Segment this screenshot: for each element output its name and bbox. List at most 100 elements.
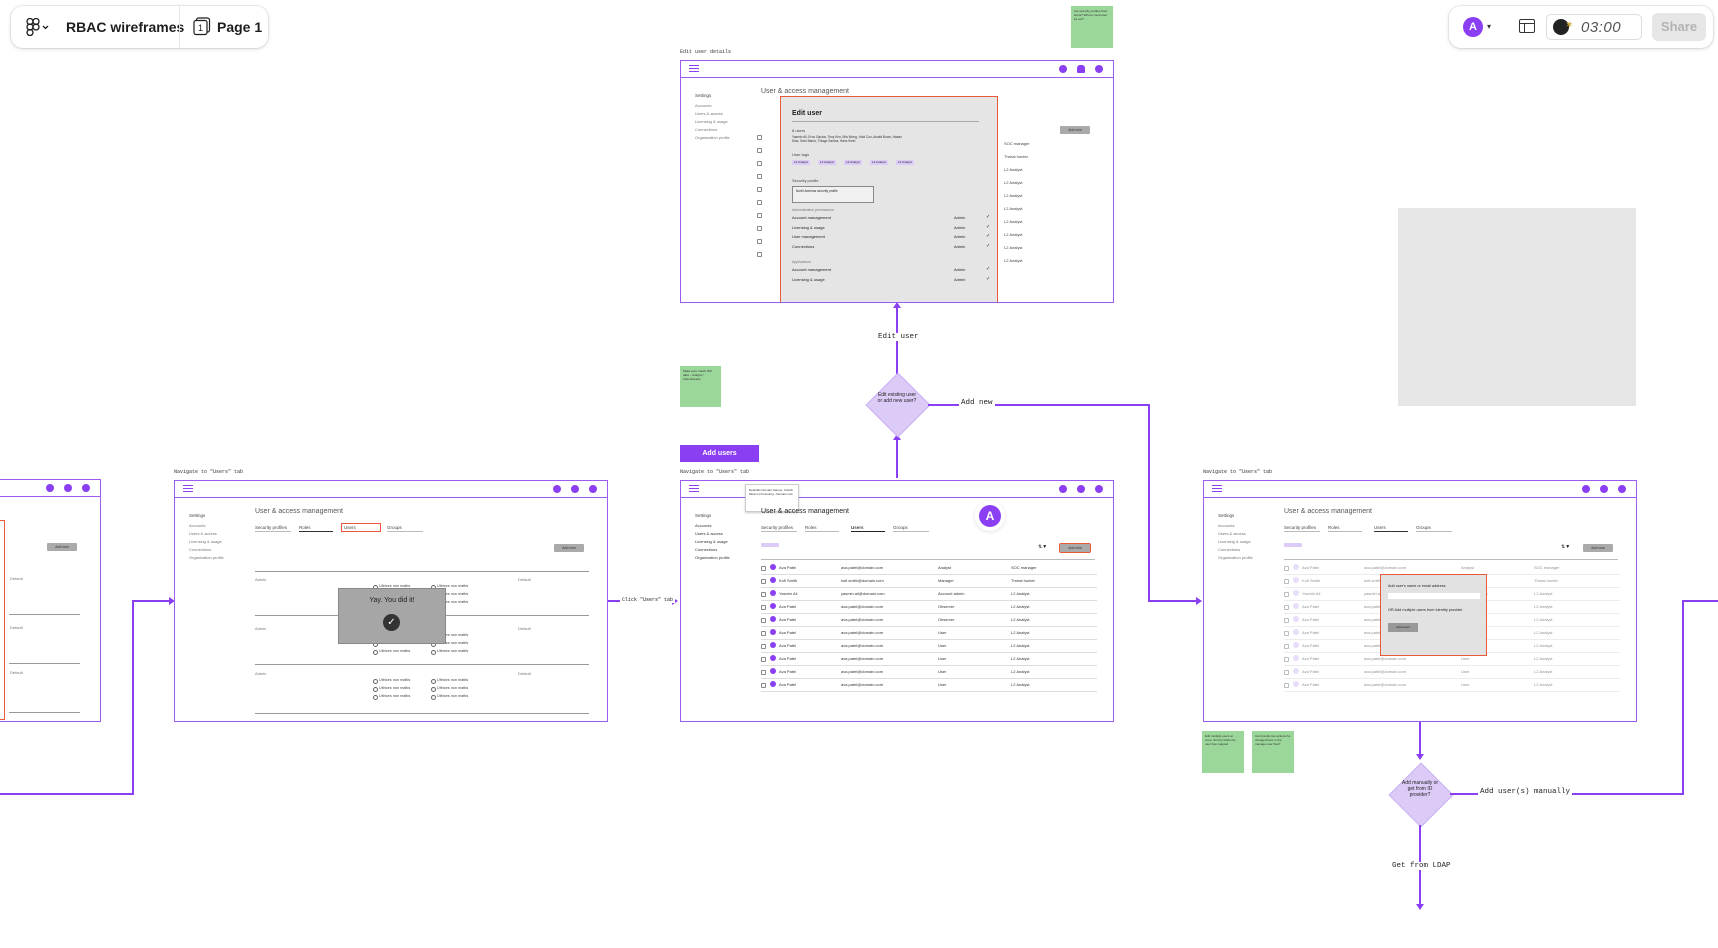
bell-icon[interactable] [1077,485,1085,493]
filter-chip[interactable] [1284,543,1302,547]
tab-roles[interactable]: Roles [805,525,839,532]
side-item[interactable]: Connections [1218,547,1241,552]
side-item[interactable]: Connections [695,127,718,132]
row-checkbox[interactable] [1284,643,1289,649]
row-checkbox[interactable] [1284,565,1289,571]
side-item[interactable]: Users & access [189,531,217,536]
add-new-button[interactable]: Add new [1583,544,1613,552]
frame-users[interactable]: Rebuilds Domain Names, Unlock Mexico Fit… [680,480,1114,722]
row-checkbox[interactable] [757,135,762,140]
row-checkbox[interactable] [761,682,766,688]
tab-roles[interactable]: Roles [1328,525,1362,532]
add-users-modal-button[interactable]: Add users [1388,623,1418,632]
tab-groups[interactable]: Groups [1416,525,1452,532]
add-new-button[interactable]: Add new [1060,126,1090,134]
page-name[interactable]: Page 1 [217,19,263,35]
sticky-note[interactable]: Are security profiles front items? Where… [1071,6,1113,48]
radio-option-icon[interactable] [373,650,378,655]
add-new-button[interactable]: Add new [47,543,77,551]
row-checkbox[interactable] [1284,591,1289,597]
sort-icon[interactable]: ⇅▼ [1561,544,1571,550]
row-checkbox[interactable] [1284,617,1289,623]
menu-icon[interactable] [1212,485,1222,492]
side-item[interactable]: Users & access [695,531,723,536]
account-icon[interactable] [1095,65,1103,73]
row-checkbox[interactable] [757,200,762,205]
filter-chip[interactable] [761,543,779,547]
user-avatar[interactable]: A [1463,17,1483,37]
tab-groups[interactable]: Groups [387,525,423,532]
sticky-note[interactable]: Can bundle two actions be changed here i… [1252,731,1294,773]
frame-roles-partial[interactable]: Add new Default Default Default [0,479,101,722]
account-icon[interactable] [82,484,90,492]
row-checkbox[interactable] [757,174,762,179]
tag-chip[interactable]: L2 Analyst [896,160,914,165]
row-checkbox[interactable] [761,617,766,623]
row-checkbox[interactable] [757,252,762,257]
tag-chip[interactable]: L2 Analyst [792,160,810,165]
row-checkbox[interactable] [757,148,762,153]
help-icon[interactable] [1059,65,1067,73]
account-icon[interactable] [1095,485,1103,493]
side-item[interactable]: Accounts [695,103,712,108]
tab-users[interactable]: Users [341,523,381,532]
radio-option-icon[interactable] [373,687,378,692]
chevron-down-icon[interactable]: ▾ [1487,22,1492,31]
tag-chip[interactable]: L2 Analyst [844,160,862,165]
side-item[interactable]: Licensing & usage [1218,539,1251,544]
side-item[interactable]: Accounts [1218,523,1235,528]
bell-icon[interactable] [1077,65,1085,73]
help-icon[interactable] [46,484,54,492]
row-checkbox[interactable] [761,669,766,675]
menu-icon[interactable] [183,485,193,492]
row-checkbox[interactable] [1284,630,1289,636]
side-item[interactable]: Users & access [1218,531,1246,536]
tab-groups[interactable]: Groups [893,525,929,532]
frame-edit-user[interactable]: Settings Accounts Users & access Licensi… [680,60,1114,303]
share-button[interactable]: Share [1652,13,1706,41]
tag-chip[interactable]: L2 Analyst [818,160,836,165]
tab-security-profiles[interactable]: Security profiles [1284,525,1320,532]
file-name[interactable]: RBAC wireframes [66,19,185,35]
tab-security-profiles[interactable]: Security profiles [255,525,291,532]
row-checkbox[interactable] [757,161,762,166]
side-item[interactable]: Accounts [189,523,206,528]
row-checkbox[interactable] [761,565,766,571]
row-checkbox[interactable] [1284,682,1289,688]
side-item[interactable]: Licensing & usage [189,539,222,544]
bell-icon[interactable] [571,485,579,493]
row-checkbox[interactable] [1284,578,1289,584]
row-checkbox[interactable] [1284,604,1289,610]
help-icon[interactable] [1059,485,1067,493]
bell-icon[interactable] [64,484,72,492]
side-item[interactable]: Users & access [695,111,723,116]
row-checkbox[interactable] [1284,656,1289,662]
menu-icon[interactable] [689,485,699,492]
radio-option-icon[interactable] [373,695,378,700]
menu-icon[interactable] [689,65,699,72]
tab-roles[interactable]: Roles [299,525,333,532]
radio-option-icon[interactable] [431,695,436,700]
image-placeholder[interactable] [1398,208,1636,406]
radio-option-icon[interactable] [373,679,378,684]
figma-logo-icon[interactable] [25,17,49,37]
frame-add-users[interactable]: Settings Accounts Users & access Licensi… [1203,480,1637,722]
tab-users[interactable]: Users [1374,525,1408,532]
sticky-note[interactable]: Make sure match IDP data... Analyst / Ad… [680,366,721,407]
row-checkbox[interactable] [761,578,766,584]
radio-option-icon[interactable] [431,650,436,655]
page-icon[interactable]: 1 [193,17,211,36]
side-item[interactable]: Organization profile [189,555,224,560]
tag-chip[interactable]: L2 Analyst [870,160,888,165]
